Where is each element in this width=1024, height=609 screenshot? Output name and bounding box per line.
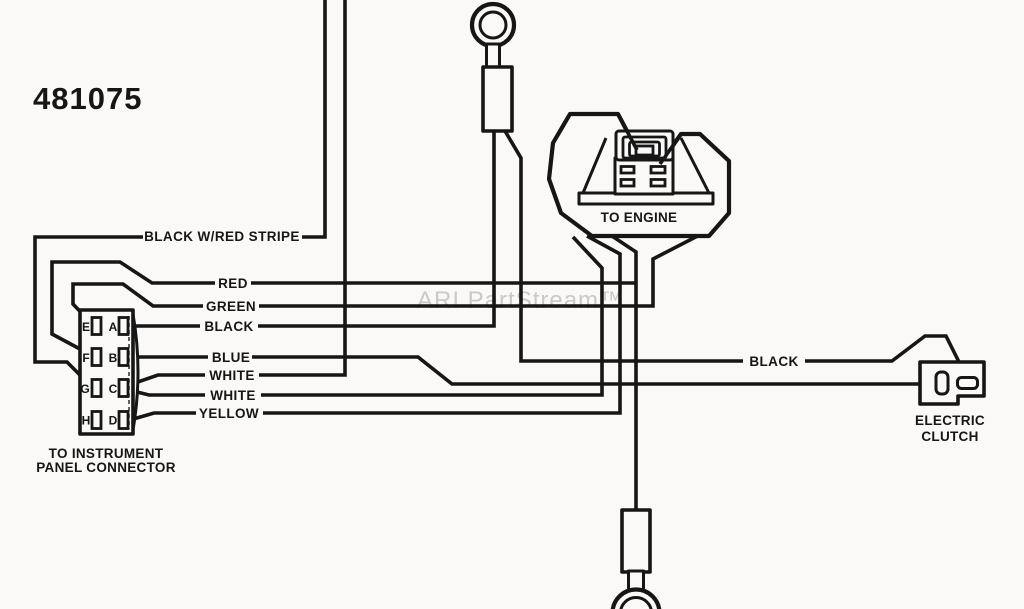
label-black: BLACK xyxy=(204,319,253,334)
label-black-red-stripe: BLACK W/RED STRIPE xyxy=(144,229,300,244)
wire-yellow-right-to-engine xyxy=(263,234,622,415)
wire-ring-to-clutch-left-segment xyxy=(503,130,743,363)
wire-white-upper-left xyxy=(128,373,205,387)
wire-green-right-to-engine xyxy=(259,225,716,308)
clutch-horizontal-slot xyxy=(956,376,979,390)
label-green: GREEN xyxy=(206,299,256,314)
wire-red-left xyxy=(50,260,215,358)
engine-lead-left-diagonal xyxy=(616,113,639,151)
top-ring-stem xyxy=(485,42,501,70)
label-red: RED xyxy=(218,276,248,291)
engine-pin-2 xyxy=(619,178,636,188)
pin-h xyxy=(90,410,103,430)
engine-connector: TO ENGINE xyxy=(546,111,732,239)
pin-letter-c: C xyxy=(109,382,118,396)
clutch-caption-line2: CLUTCH xyxy=(921,429,978,444)
pin-letter-b: B xyxy=(109,351,118,365)
pin-letter-e: E xyxy=(82,320,90,334)
bottom-ring-sleeve xyxy=(620,508,652,574)
instrument-caption-line1: TO INSTRUMENT xyxy=(49,446,164,461)
bottom-ring-inner xyxy=(619,596,653,609)
electric-clutch-connector: ELECTRIC CLUTCH xyxy=(915,360,986,444)
wire-ring-to-clutch-right-segment xyxy=(805,334,969,379)
wire-white-lower-left xyxy=(128,388,205,397)
pin-letter-d: D xyxy=(109,414,118,428)
wire-black-red-stripe-right xyxy=(302,0,327,239)
part-number: 481075 xyxy=(33,81,142,116)
engine-pin-block xyxy=(613,156,675,196)
engine-pin-4 xyxy=(649,178,667,188)
instrument-caption-line2: PANEL CONNECTOR xyxy=(36,460,176,475)
top-ring-inner xyxy=(478,10,508,40)
wire-yellow-left xyxy=(129,411,196,422)
label-clutch-black: BLACK xyxy=(749,354,798,369)
top-ring-sleeve xyxy=(481,65,514,133)
engine-pin-3 xyxy=(649,165,667,175)
engine-lead-right-diagonal xyxy=(658,132,683,166)
pin-a xyxy=(117,316,130,336)
clutch-vertical-slot xyxy=(934,370,950,396)
label-white-upper: WHITE xyxy=(209,368,255,383)
pin-d xyxy=(117,410,130,430)
wire-blue-right-to-clutch xyxy=(252,355,920,386)
label-white-lower: WHITE xyxy=(210,388,256,403)
wire-black-red-stripe-left xyxy=(33,235,143,389)
wire-engine-to-bottom-ring xyxy=(611,234,638,510)
pin-b xyxy=(117,347,130,367)
wire-white-lower-right-to-engine xyxy=(261,235,604,397)
pin-letter-h: H xyxy=(82,414,91,428)
clutch-caption-line1: ELECTRIC xyxy=(915,413,985,428)
engine-platform-right-edge xyxy=(679,137,711,194)
wire-labels: BLACK W/RED STRIPE RED GREEN BLACK BLUE … xyxy=(144,229,798,421)
pin-e xyxy=(90,316,103,336)
wire-white-upper-right xyxy=(259,0,347,377)
wire-black-right-to-ring xyxy=(258,131,496,328)
top-ring-terminal xyxy=(469,1,517,133)
pin-letter-g: G xyxy=(80,382,89,396)
instrument-panel-connector: E F G H A B C D TO INSTRUMENT PANEL CONN… xyxy=(36,308,176,475)
label-blue: BLUE xyxy=(212,350,250,365)
pin-g xyxy=(90,378,103,398)
engine-caption: TO ENGINE xyxy=(601,210,678,225)
pin-f xyxy=(90,347,103,367)
pin-letter-f: F xyxy=(82,351,89,365)
pin-c xyxy=(117,378,130,398)
engine-platform-left-edge xyxy=(581,137,608,194)
engine-pin-1 xyxy=(619,165,636,175)
clutch-body xyxy=(918,360,986,406)
wire-green-left xyxy=(71,282,203,327)
bottom-ring-terminal xyxy=(610,508,662,609)
label-yellow: YELLOW xyxy=(199,406,259,421)
engine-plug-pin xyxy=(634,144,655,157)
pin-letter-a: A xyxy=(109,320,118,334)
